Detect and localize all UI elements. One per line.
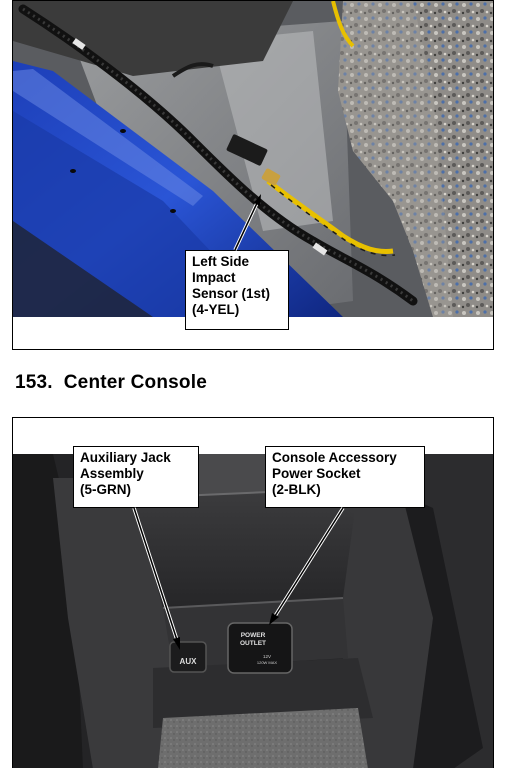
figure-left-impact-sensor: Left Side Impact Sensor (1st) (4-YEL) [12,0,494,350]
section-name: Center Console [63,372,207,393]
section-number: 153. [15,372,53,393]
figure-center-console: AUX POWER OUTLET 12V 120W MAX Auxiliary … [12,417,494,768]
power-outlet [227,622,293,674]
callout-left-side-impact-sensor: Left Side Impact Sensor (1st) (4-YEL) [185,250,289,330]
power-outlet-text-2: OUTLET [240,640,266,647]
callout-auxiliary-jack-assembly: Auxiliary Jack Assembly (5-GRN) [73,446,199,508]
power-outlet-text-4: 120W MAX [257,660,278,665]
section-title: 153. Center Console [15,372,207,394]
aux-jack-label: AUX [180,657,198,666]
callout-console-accessory-power-socket: Console Accessory Power Socket (2-BLK) [265,446,425,508]
power-outlet-text-3: 12V [263,654,271,659]
power-outlet-text-1: POWER [241,632,266,639]
